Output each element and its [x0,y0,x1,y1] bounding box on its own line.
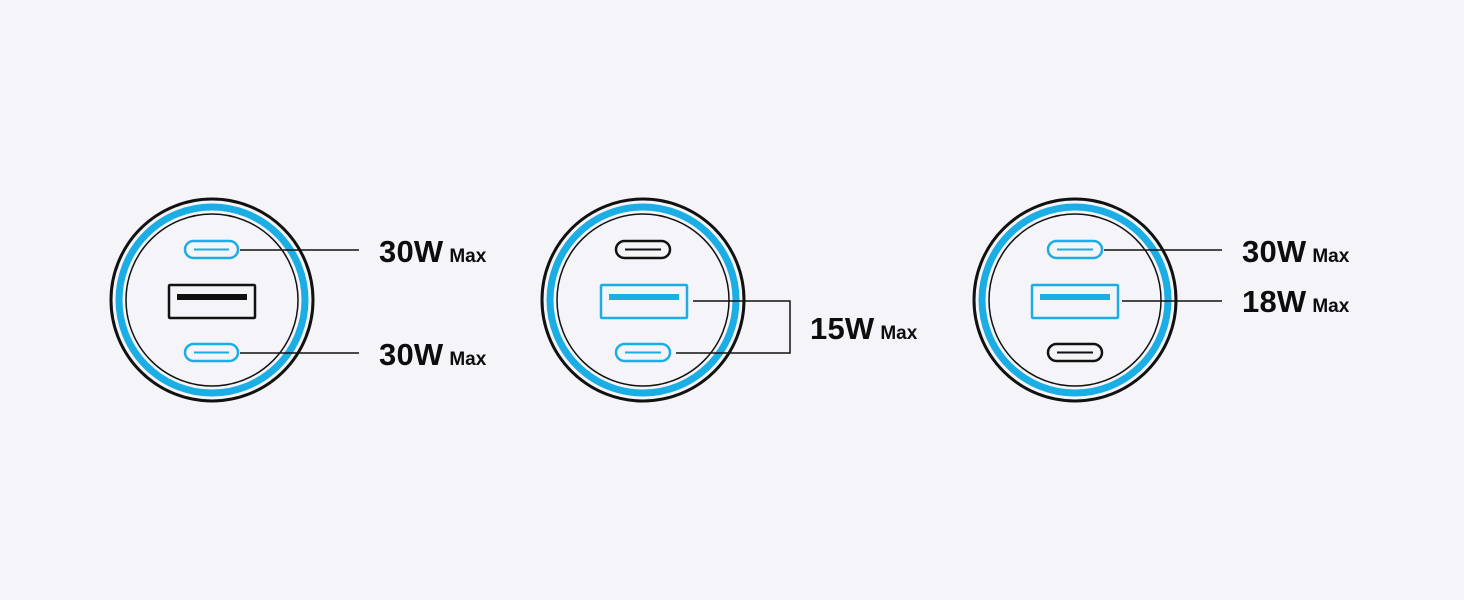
wattage: 30W [379,337,444,372]
wattage: 18W [1242,284,1307,319]
usb-c-port-bottom [1046,342,1104,363]
usb-c-port-bottom [614,342,672,363]
leader-bracket [676,300,791,354]
wattage: 15W [810,311,875,346]
usb-c-port-top [614,239,672,260]
usb-c-port-top [183,239,240,260]
max-suffix: Max [449,246,487,267]
usb-a-port [1030,283,1120,320]
usb-a-port [599,283,689,320]
charger-outer-rim [972,197,1178,403]
usb-c-port-bottom [183,342,240,363]
wattage: 30W [379,234,444,269]
max-suffix: Max [880,323,918,344]
charger-outer-rim [540,197,746,403]
usb-c-port-top [1046,239,1104,260]
charger-config-1 [109,197,359,403]
charger-inner-rim [556,213,730,387]
max-suffix: Max [1312,246,1350,267]
wattage: 30W [1242,234,1307,269]
charger-config-2 [540,197,791,403]
usb-a-port [167,283,257,320]
charger-outer-rim [109,197,315,403]
charger-inner-rim [988,213,1162,387]
max-suffix: Max [449,349,487,370]
max-suffix: Max [1312,296,1350,317]
charger-inner-rim [125,213,299,387]
charger-config-3 [972,197,1222,403]
